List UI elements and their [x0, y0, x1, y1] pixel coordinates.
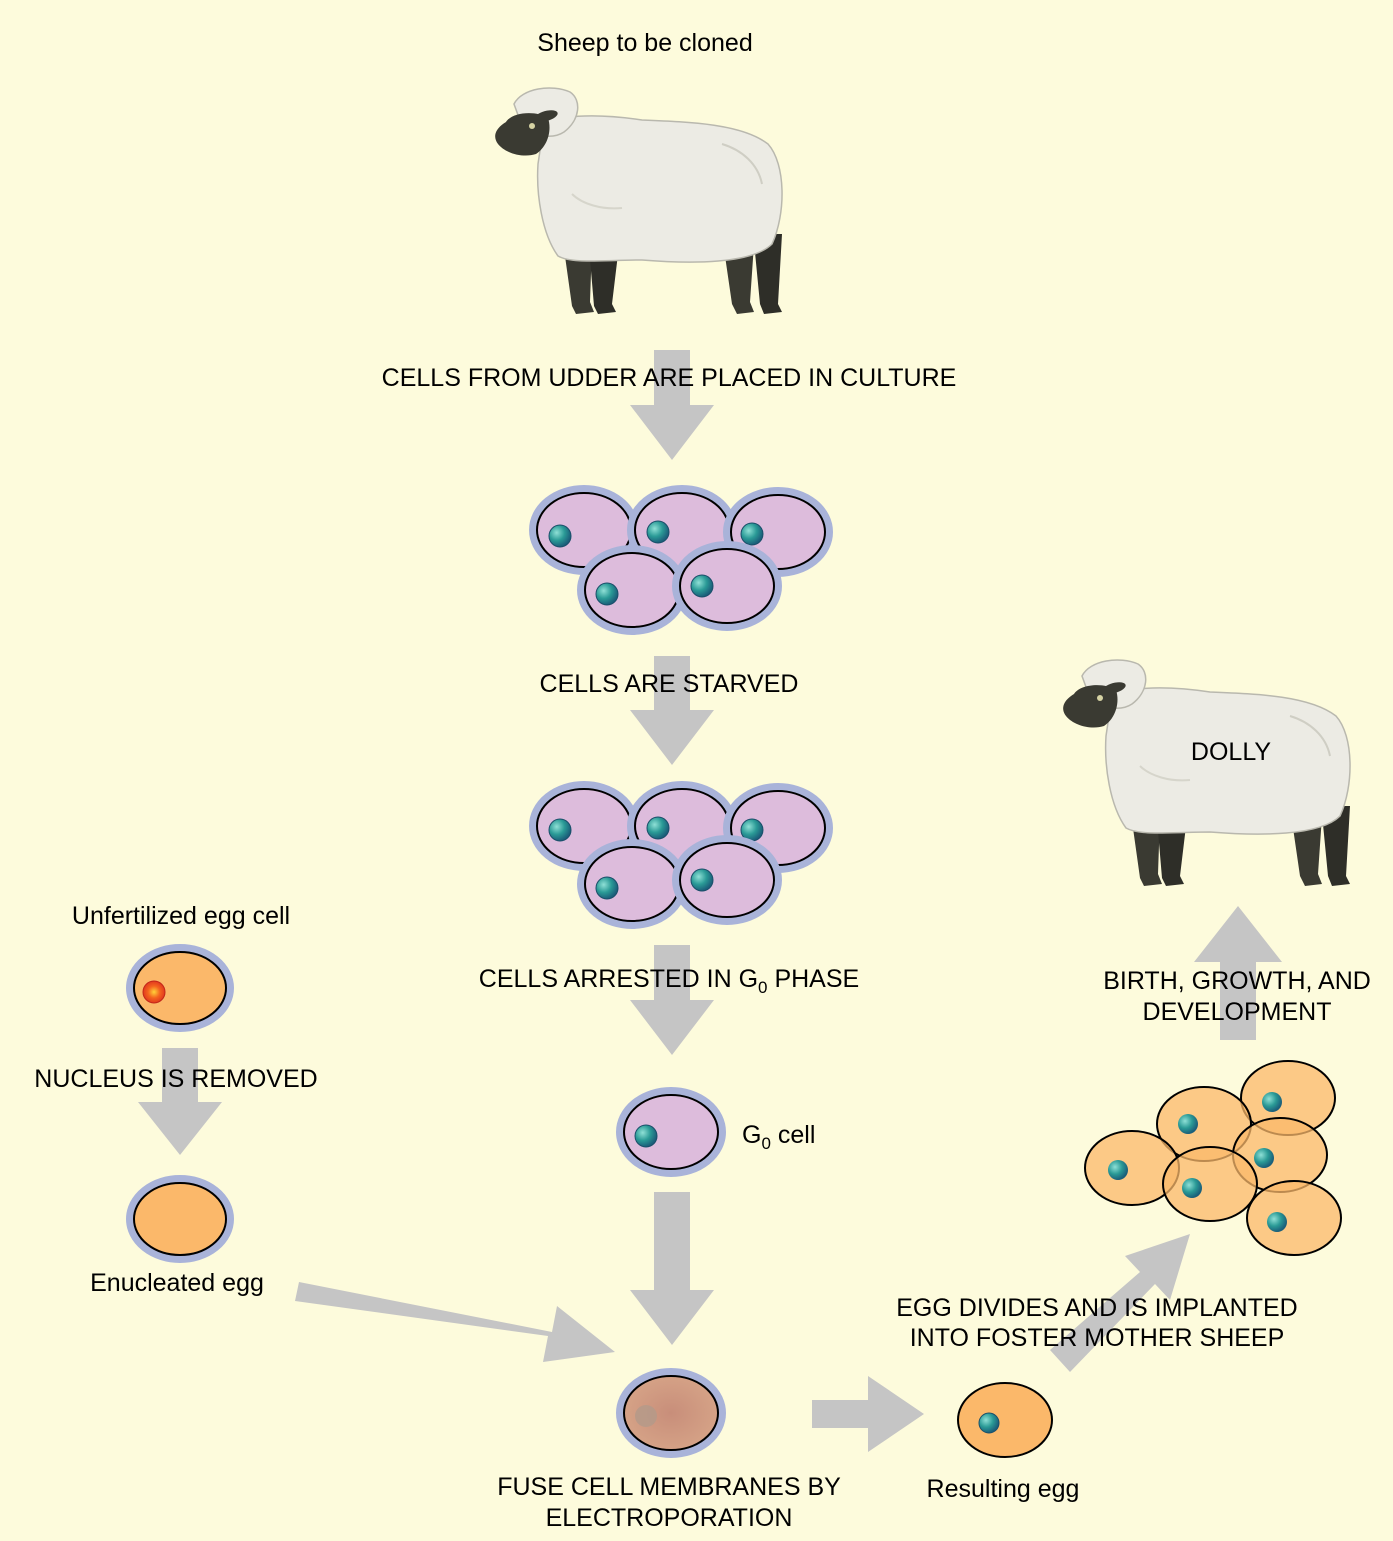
arrow-birth-growth — [1194, 906, 1282, 1040]
sheep-donor — [495, 87, 783, 314]
enucleated-egg — [126, 1175, 234, 1263]
arrow-egg-to-implant — [1050, 1234, 1190, 1372]
arrow-enucleated-to-fusion — [295, 1282, 615, 1362]
label-fuse-line2: ELECTROPORATION — [545, 1504, 793, 1532]
fused-cell — [616, 1368, 726, 1458]
arrow-udder-to-culture — [630, 350, 714, 460]
label-fuse-line1: FUSE CELL MEMBRANES BY — [497, 1473, 841, 1501]
label-cells-arrested-text: CELLS ARRESTED IN G — [478, 965, 759, 993]
arrow-culture-to-starved — [630, 656, 714, 765]
label-resulting-egg: Resulting egg — [926, 1475, 1080, 1503]
label-cells-arrested-g0: CELLS ARRESTED IN G0 PHASE — [479, 964, 859, 1003]
g0-cell — [616, 1087, 726, 1177]
unfertilized-egg — [126, 944, 234, 1032]
arrow-g0-to-fusion — [630, 1192, 714, 1345]
cultured-cells-cluster — [529, 485, 833, 635]
label-egg-divides-line1: EGG DIVIDES AND IS IMPLANTED — [896, 1294, 1298, 1322]
embryo-cell — [1162, 1146, 1258, 1222]
arrow-nucleus-removed — [138, 1048, 222, 1155]
label-enucleated-egg: Enucleated egg — [90, 1269, 264, 1297]
label-birth-line1: BIRTH, GROWTH, AND — [1103, 967, 1371, 995]
starved-cells-cluster — [529, 781, 833, 929]
cell — [672, 541, 782, 631]
arrow-starved-to-g0 — [630, 945, 714, 1055]
resulting-egg — [957, 1382, 1053, 1458]
embryo-cluster — [1084, 1060, 1342, 1256]
label-g0-cell: G0 cell — [742, 1120, 815, 1159]
cell — [672, 835, 782, 925]
cell — [577, 545, 687, 635]
label-unfertilized-egg: Unfertilized egg cell — [71, 902, 291, 930]
label-cells-arrested-subscript: 0 — [758, 978, 768, 997]
label-egg-divides-line2: INTO FOSTER MOTHER SHEEP — [909, 1324, 1285, 1352]
sheep-dolly — [1063, 659, 1351, 886]
label-cells-are-starved: CELLS ARE STARVED — [539, 670, 799, 698]
label-birth-line2: DEVELOPMENT — [1142, 998, 1332, 1026]
label-g0-suffix: cell — [770, 1121, 816, 1149]
label-g0-subscript: 0 — [761, 1134, 771, 1153]
label-sheep-to-be-cloned: Sheep to be cloned — [537, 29, 753, 57]
label-nucleus-removed: NUCLEUS IS REMOVED — [34, 1065, 318, 1093]
embryo-cell — [1246, 1180, 1342, 1256]
label-cells-from-udder: CELLS FROM UDDER ARE PLACED IN CULTURE — [381, 364, 957, 392]
arrow-fusion-to-resulting-egg — [812, 1376, 924, 1452]
cell — [577, 839, 687, 929]
label-g0-text: G — [742, 1121, 762, 1149]
label-cells-arrested-suffix: PHASE — [767, 965, 860, 993]
label-dolly: DOLLY — [1190, 738, 1272, 766]
